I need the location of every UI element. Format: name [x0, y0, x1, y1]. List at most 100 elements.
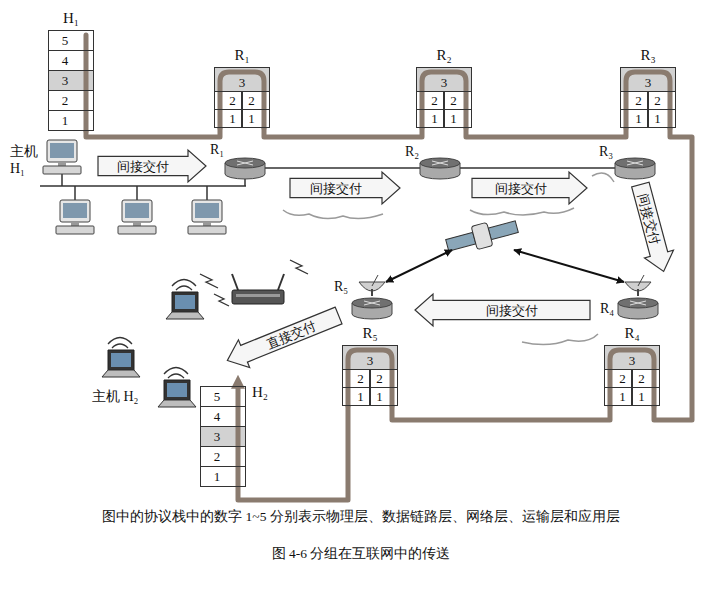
- layer-number: 1: [201, 467, 245, 486]
- delivery-arrow: 间接交付: [626, 181, 678, 276]
- stack-heading: R₃: [620, 47, 676, 64]
- block-arrow-outline: [222, 302, 345, 375]
- layer-number: 3: [343, 346, 397, 369]
- host-protocol-stack: H₂54321: [200, 386, 246, 487]
- delivery-arrow: 间接交付: [98, 150, 206, 182]
- satellite: [446, 232, 476, 251]
- delivery-arrow: 间接交付: [415, 294, 590, 326]
- ethernet-bus: [244, 179, 246, 186]
- routers: [625, 275, 651, 296]
- satellite-links: [386, 250, 624, 282]
- protocol-layer-cell: 3: [200, 426, 246, 447]
- stack-internal-path: [86, 35, 670, 406]
- ethernet-bus: [74, 186, 76, 200]
- radio-signals: [200, 274, 218, 288]
- layer-number: 1: [417, 110, 444, 127]
- layer-number: 1: [242, 110, 269, 127]
- protocol-layer-cell: 2: [342, 369, 371, 388]
- layer-number: 3: [215, 68, 269, 91]
- layer-number: 1: [605, 388, 632, 405]
- layer-number: 1: [49, 111, 93, 130]
- layer-number: 1: [370, 388, 397, 405]
- satellite-links: [514, 250, 624, 282]
- ethernet-bus: [61, 174, 63, 186]
- delivery-arrow: 间接交付: [290, 172, 400, 204]
- delivery-arrow: 直接交付: [222, 302, 345, 375]
- router-protocol-stack: R₁32211: [214, 67, 270, 128]
- routers: [615, 158, 655, 179]
- layer-number: 1: [632, 388, 659, 405]
- router-links: [460, 167, 615, 169]
- protocol-layer-cell: 2: [214, 91, 243, 110]
- stack-heading: R₂: [416, 47, 472, 64]
- protocol-layer-cell: 1: [48, 110, 94, 131]
- protocol-layer-cell: 1: [200, 466, 246, 487]
- radio-signals: [172, 280, 196, 287]
- router-protocol-stack: R₅32211: [342, 345, 398, 406]
- protocol-layer-cell: 3: [48, 70, 94, 91]
- protocol-layer-cell: 1: [241, 109, 270, 128]
- layer-number: 2: [648, 92, 675, 109]
- router-label: R₅: [334, 278, 348, 295]
- desktop-hosts: [188, 200, 226, 234]
- protocol-layer-cell: 2: [48, 90, 94, 111]
- routers: [225, 158, 265, 179]
- cloud-wisps: [283, 210, 383, 219]
- protocol-layer-cell: 1: [214, 109, 243, 128]
- protocol-layer-cell: 2: [620, 91, 649, 110]
- protocol-layer-cell: 1: [416, 109, 445, 128]
- layer-number: 4: [49, 51, 93, 70]
- network-layer-shading: [48, 67, 676, 446]
- protocol-layer-cell: 2: [369, 369, 398, 388]
- delivery-label: 间接交付: [433, 294, 590, 326]
- satellite-links: [386, 250, 452, 282]
- protocol-layer-cell: 2: [416, 91, 445, 110]
- data-path-line: [86, 128, 220, 137]
- protocol-layer-cell: 5: [48, 30, 94, 51]
- protocol-layer-cell: 2: [604, 369, 633, 388]
- router-label: R₁: [210, 141, 224, 158]
- wireless-access-point: [232, 274, 238, 290]
- radio-signals: [164, 368, 188, 375]
- protocol-layer-cell: 2: [443, 91, 472, 110]
- router-links: [265, 167, 420, 169]
- routers: [420, 158, 460, 179]
- routers: [352, 298, 392, 319]
- cloud-wisps: [592, 173, 614, 182]
- block-arrow-outline: [290, 172, 400, 204]
- layer-number: 2: [632, 370, 659, 387]
- layer-number: 5: [49, 31, 93, 50]
- data-path-line: [264, 128, 422, 137]
- satellite: [444, 215, 520, 257]
- layer-number: 3: [49, 71, 93, 90]
- protocol-layer-cell: 1: [647, 109, 676, 128]
- desktop-hosts: [118, 200, 156, 234]
- satellite: [471, 222, 493, 249]
- layer-number: 1: [215, 110, 242, 127]
- router-label: R₄: [600, 300, 614, 317]
- ethernet-bus: [136, 186, 138, 200]
- wireless-access-point: [232, 274, 284, 304]
- stack-heading: R₄: [604, 325, 660, 342]
- layer-number: 2: [242, 92, 269, 109]
- layer-number: 2: [370, 370, 397, 387]
- router-protocol-stack: R₃32211: [620, 67, 676, 128]
- host-label: 主机 H₁: [10, 143, 42, 177]
- radio-signals: [108, 338, 132, 345]
- wireless-laptops: [158, 380, 196, 407]
- satellite: [488, 221, 518, 240]
- protocol-layer-cell: 5: [200, 386, 246, 407]
- radio-signals: [108, 260, 308, 378]
- protocol-layer-cell: 2: [647, 91, 676, 110]
- layer-number: 2: [343, 370, 370, 387]
- wireless-laptops: [166, 292, 204, 319]
- host-label: 主机 H₂: [92, 388, 139, 405]
- layer-number: 3: [201, 427, 245, 446]
- radio-signals: [112, 344, 128, 348]
- protocol-layer-cell: 3: [342, 345, 398, 370]
- wireless-access-point: [236, 294, 280, 297]
- protocol-layer-cell: 3: [214, 67, 270, 92]
